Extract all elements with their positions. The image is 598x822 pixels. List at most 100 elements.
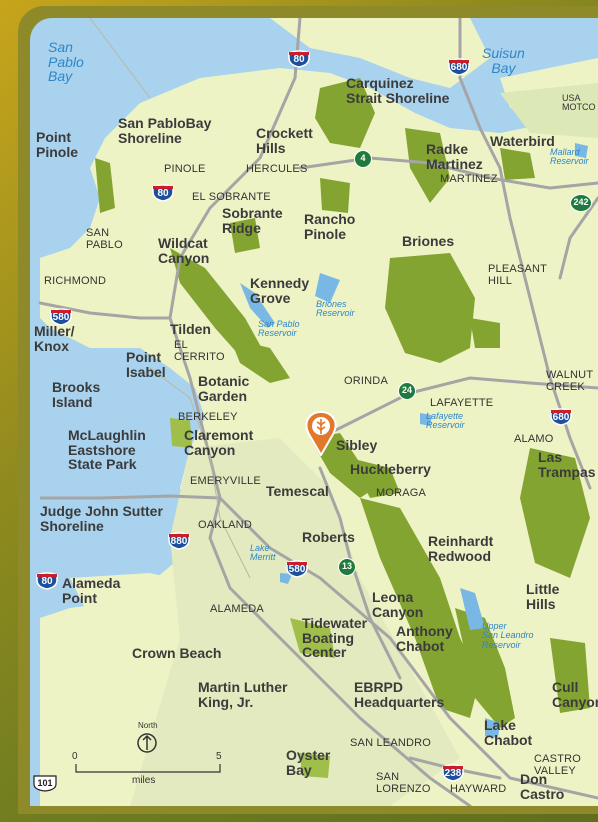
label-martinez: MARTINEZ: [440, 173, 498, 185]
shield-i680-walnut: 680: [550, 408, 572, 426]
i580: [218, 496, 598, 800]
scale-bar: [75, 764, 221, 773]
label-san-pablo-bay: San Pablo Bay: [48, 39, 84, 85]
label-sibley[interactable]: Sibley: [336, 437, 378, 453]
label-leona-canyon[interactable]: Leona Canyon: [372, 589, 424, 620]
label-briones[interactable]: Briones: [402, 233, 455, 249]
label-walnut-creek: WALNUT CREEK: [546, 369, 594, 393]
label-temescal[interactable]: Temescal: [266, 483, 329, 499]
shield-sr4: 4: [354, 150, 372, 168]
sr242: [558, 196, 598, 280]
label-botanic-garden[interactable]: Botanic Garden: [198, 373, 250, 404]
park-rancho-pinole: [320, 178, 350, 213]
label-pleasant-hill: PLEASANT HILL: [488, 263, 548, 287]
map-legend: North 0 5 miles: [72, 721, 232, 792]
shield-us101: 101: [32, 774, 58, 792]
label-upper-san-leandro-reservoir: Upper San Leandro Reservoir: [482, 621, 534, 650]
label-ebrpd-hq[interactable]: EBRPD Headquarters: [354, 679, 445, 710]
label-tidewater[interactable]: Tidewater Boating Center: [302, 615, 368, 661]
label-anthony-chabot[interactable]: Anthony Chabot: [396, 623, 453, 654]
label-las-trampas[interactable]: Las Trampas: [538, 449, 596, 480]
scale-end: 5: [216, 751, 222, 762]
label-carquinez[interactable]: Carquinez Strait Shoreline: [346, 75, 450, 106]
label-lake-chabot[interactable]: Lake Chabot: [484, 717, 533, 748]
label-pinole: PINOLE: [164, 163, 206, 175]
park-las-trampas: [520, 448, 590, 578]
label-radke-martinez[interactable]: Radke Martinez: [426, 141, 483, 172]
label-oyster-bay[interactable]: Oyster Bay: [286, 747, 331, 778]
label-rancho-pinole[interactable]: Rancho Pinole: [304, 211, 356, 242]
label-roberts[interactable]: Roberts: [302, 529, 355, 545]
label-moraga: MORAGA: [376, 487, 427, 499]
label-don-castro[interactable]: Don Castro: [520, 771, 565, 802]
label-berkeley: BERKELEY: [178, 411, 238, 423]
label-wildcat-canyon[interactable]: Wildcat Canyon: [158, 235, 210, 266]
label-alamo: ALAMO: [514, 433, 554, 445]
park-areas: [95, 78, 590, 728]
label-claremont-canyon[interactable]: Claremont Canyon: [184, 427, 254, 458]
i880: [208, 496, 472, 806]
label-alameda: ALAMEDA: [210, 603, 264, 615]
label-tilden[interactable]: Tilden: [170, 321, 211, 337]
label-usa-motco: USA MOTCO: [562, 93, 596, 113]
label-miller-knox[interactable]: Miller/ Knox: [34, 323, 75, 354]
label-suisun-bay: Suisun Bay: [482, 45, 525, 76]
park-pleasant-hill: [470, 318, 500, 348]
label-briones-reservoir: Briones Reservoir: [316, 299, 355, 319]
lafayette-reservoir: [420, 413, 432, 426]
marsh: [500, 83, 598, 138]
shield-i880: 880: [168, 532, 190, 550]
label-reinhardt-redwood[interactable]: Reinhardt Redwood: [428, 533, 494, 564]
label-martin-luther-king[interactable]: Martin Luther King, Jr.: [198, 679, 288, 710]
label-kennedy-grove[interactable]: Kennedy Grove: [250, 275, 310, 306]
label-san-pablobay-shoreline[interactable]: San PabloBay Shoreline: [118, 115, 212, 146]
mallard-reservoir: [575, 143, 588, 158]
scale-unit: miles: [132, 775, 156, 786]
label-alameda-point[interactable]: Alameda Point: [62, 575, 121, 606]
label-point-pinole[interactable]: Point Pinole: [36, 129, 79, 160]
shield-i80-alameda: 80: [36, 572, 58, 590]
label-judge-john-sutter[interactable]: Judge John Sutter Shoreline: [40, 503, 163, 534]
park-point-pinole: [95, 158, 115, 213]
bay-bridge: [40, 494, 221, 500]
label-san-pablo: SAN PABLO: [86, 227, 123, 251]
reservoirs: [240, 143, 588, 738]
shield-i238: 238: [442, 764, 464, 782]
scale-start: 0: [72, 751, 78, 762]
park-cull: [550, 638, 590, 713]
shield-i80-north: 80: [288, 50, 310, 68]
park-sibley: [310, 433, 375, 498]
park-redwood: [360, 498, 480, 718]
label-cull-canyon[interactable]: Cull Canyon: [552, 679, 598, 710]
park-chabot: [455, 608, 515, 728]
label-lake-merritt: Lake Merritt: [250, 543, 276, 563]
lake-chabot: [485, 718, 500, 738]
park-tilden: [230, 338, 290, 383]
label-waterbird[interactable]: Waterbird: [490, 133, 555, 149]
sr24: [318, 376, 598, 440]
shield-sr13: 13: [338, 558, 356, 576]
rail-lines: [89, 18, 251, 579]
label-richmond: RICHMOND: [44, 275, 107, 287]
label-little-hills[interactable]: Little Hills: [526, 581, 560, 612]
label-crockett-hills[interactable]: Crockett Hills: [256, 125, 313, 156]
upper-san-leandro-reservoir: [460, 588, 485, 630]
map-canvas[interactable]: San Pablo Bay Suisun Bay Lake Merritt Br…: [30, 18, 598, 806]
label-san-leandro: SAN LEANDRO: [350, 737, 432, 749]
label-mclaughlin[interactable]: McLaughlin Eastshore State Park: [68, 427, 146, 473]
briones-reservoir: [315, 273, 340, 303]
label-point-isabel[interactable]: Point Isabel: [126, 349, 166, 380]
label-huckleberry[interactable]: Huckleberry: [350, 461, 431, 477]
land-north: [270, 18, 490, 88]
shoreline-parks: [170, 418, 335, 778]
park-waterbird: [500, 148, 535, 180]
north-label: North: [138, 721, 158, 730]
label-san-pablo-reservoir: San Pablo Reservoir: [258, 319, 300, 339]
label-brooks-island[interactable]: Brooks Island: [52, 379, 101, 410]
park-briones: [385, 253, 475, 363]
map-frame: San Pablo Bay Suisun Bay Lake Merritt Br…: [18, 6, 598, 814]
shield-i580-oakland: 580: [286, 560, 308, 578]
label-crown-beach[interactable]: Crown Beach: [132, 645, 222, 661]
label-sobrante-ridge[interactable]: Sobrante Ridge: [222, 205, 283, 236]
shield-sr24: 24: [398, 382, 416, 400]
